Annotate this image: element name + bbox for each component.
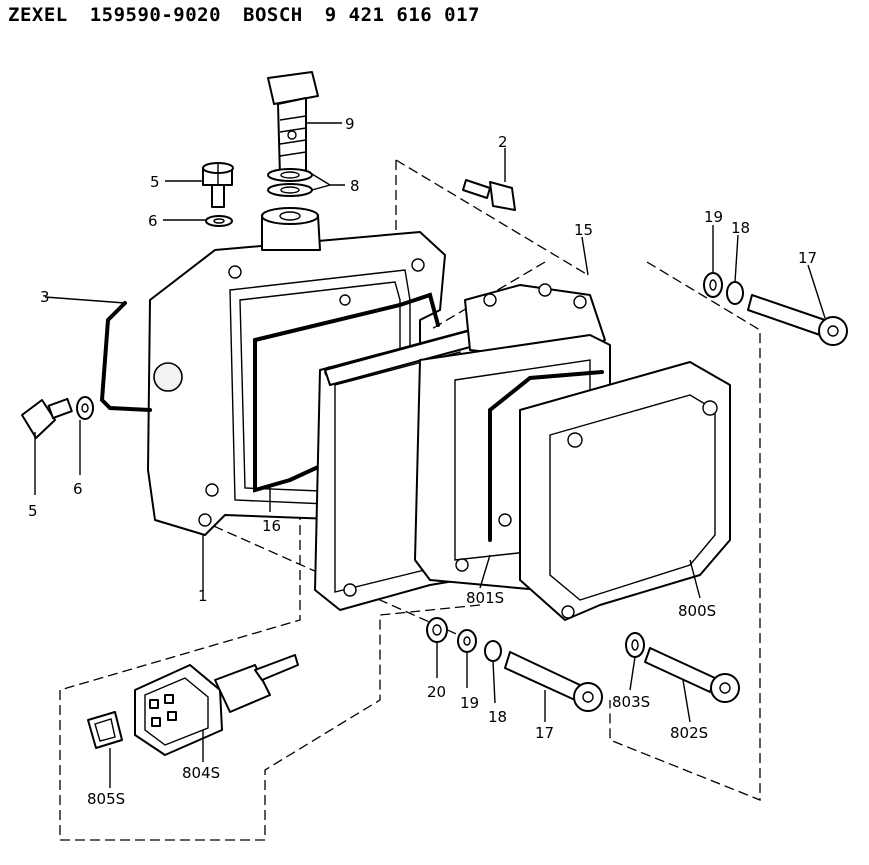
callout-8: 8 (350, 177, 360, 195)
banjo-fitting (261, 207, 321, 251)
callout-3: 3 (40, 288, 50, 306)
bolt-set-lower (426, 617, 603, 712)
callout-17-upper: 17 (798, 249, 817, 267)
brand-bosch: BOSCH (243, 4, 303, 26)
callout-6-top: 6 (148, 212, 158, 230)
brand-zexel: ZEXEL (8, 4, 68, 26)
banjo-bolt (267, 71, 319, 177)
callout-805s: 805S (87, 790, 125, 808)
callout-18-lower: 18 (488, 708, 507, 726)
callout-1: 1 (198, 587, 208, 605)
bolt-set-cover (625, 632, 740, 703)
callout-802s: 802S (670, 724, 708, 742)
callout-17-lower: 17 (535, 724, 554, 742)
callout-804s: 804S (182, 764, 220, 782)
actuator-cover (519, 361, 731, 621)
hose (99, 301, 152, 412)
callout-20: 20 (427, 683, 446, 701)
bolt-set-upper (703, 272, 848, 346)
callout-16: 16 (262, 517, 281, 535)
screw-left (21, 362, 183, 439)
callout-800s: 800S (678, 602, 716, 620)
connector-harness (87, 654, 299, 756)
callout-15: 15 (574, 221, 593, 239)
callout-19-upper: 19 (704, 208, 723, 226)
callout-5-left: 5 (28, 502, 38, 520)
callout-5-top: 5 (150, 173, 160, 191)
copper-washers (267, 168, 313, 197)
callout-2: 2 (498, 133, 508, 151)
header-part-numbers: ZEXEL 159590-9020 BOSCH 9 421 616 017 (8, 4, 502, 32)
screw-small (462, 179, 516, 211)
leader-lines (34, 122, 826, 788)
screw-top (202, 162, 234, 227)
callout-801s: 801S (466, 589, 504, 607)
callout-18-upper: 18 (731, 219, 750, 237)
callout-19-lower: 19 (460, 694, 479, 712)
callout-9: 9 (345, 115, 355, 133)
part-number-zexel: 159590-9020 (89, 4, 222, 26)
part-number-bosch: 9 421 616 017 (324, 4, 480, 26)
callout-6-left: 6 (73, 480, 83, 498)
callout-803s: 803S (612, 693, 650, 711)
